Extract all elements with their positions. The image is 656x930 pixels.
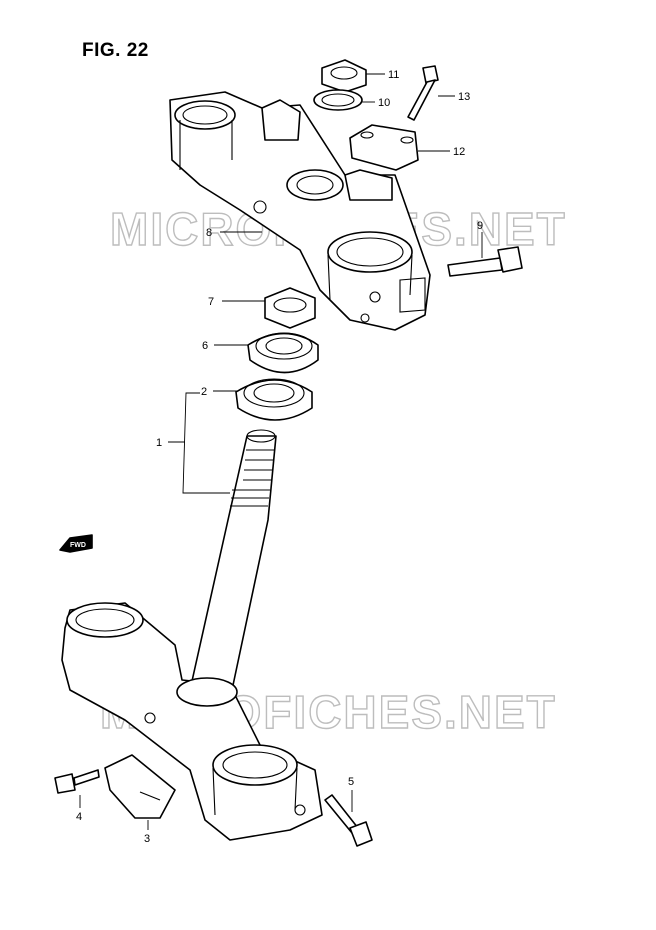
callout-7: 7 (208, 296, 214, 308)
guide-bolt[interactable] (54, 769, 100, 794)
callout-1: 1 (156, 437, 162, 449)
lower-bracket[interactable] (61, 602, 323, 841)
handlebar-clamp[interactable] (349, 124, 419, 171)
callout-3: 3 (144, 833, 150, 845)
figure-title: FIG. 22 (82, 40, 149, 61)
top-nut[interactable] (321, 59, 367, 93)
cable-guide[interactable] (104, 754, 176, 819)
callout-12: 12 (453, 146, 465, 158)
callout-4: 4 (76, 811, 82, 823)
callout-10: 10 (378, 97, 390, 109)
clamp-bolt[interactable] (407, 65, 439, 121)
stem-bolt[interactable] (324, 794, 373, 847)
callout-5: 5 (348, 776, 354, 788)
upper-bearing[interactable] (247, 332, 319, 374)
washer[interactable] (313, 89, 363, 111)
pinch-bolt[interactable] (447, 246, 523, 277)
callout-8: 8 (206, 227, 212, 239)
steering-lock-nut[interactable] (264, 287, 316, 329)
callout-group: 11 10 13 12 8 9 7 6 2 1 3 4 5 (76, 69, 483, 845)
callout-11: 11 (388, 69, 399, 81)
steering-stem[interactable] (189, 429, 277, 691)
fwd-label: FWD (70, 542, 86, 549)
callout-13: 13 (458, 91, 470, 103)
callout-9: 9 (477, 220, 483, 232)
lower-bearing[interactable] (235, 378, 313, 421)
upper-bracket[interactable] (169, 91, 431, 331)
callout-6: 6 (202, 340, 208, 352)
callout-2: 2 (201, 386, 207, 398)
fwd-arrow-icon: FWD (59, 534, 93, 553)
